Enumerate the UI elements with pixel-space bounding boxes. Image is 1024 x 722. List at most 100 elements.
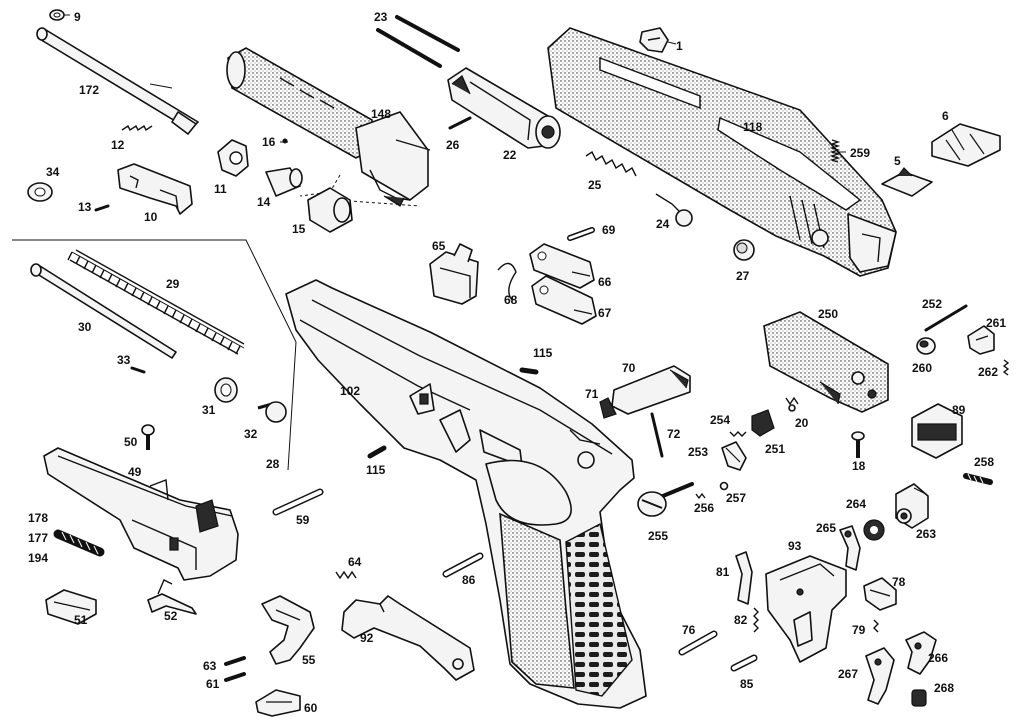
part-30-guide-rod [30, 263, 177, 359]
label-256: 256 [694, 501, 714, 515]
label-261: 261 [986, 316, 1006, 330]
label-61: 61 [206, 677, 220, 691]
label-194: 194 [28, 551, 48, 565]
label-26: 26 [446, 138, 460, 152]
callout-labels: 9 172 23 148 1 12 16 26 22 118 34 11 13 … [28, 10, 1006, 715]
label-24: 24 [656, 217, 670, 231]
leader-lines [64, 14, 846, 153]
label-32: 32 [244, 427, 258, 441]
part-66-lever [529, 243, 595, 289]
label-33: 33 [117, 353, 131, 367]
part-260-knob [916, 337, 936, 355]
part-85-pin [730, 654, 758, 672]
label-22: 22 [503, 148, 517, 162]
part-11-hopup-ring [217, 139, 249, 177]
label-86: 86 [462, 573, 476, 587]
label-253: 253 [688, 445, 708, 459]
label-89: 89 [952, 403, 966, 417]
label-60: 60 [304, 701, 318, 715]
part-31-bushing [214, 377, 238, 403]
label-11: 11 [214, 182, 227, 196]
label-10: 10 [144, 210, 158, 224]
part-14-hop-rubber [265, 167, 303, 197]
label-67: 67 [598, 306, 612, 320]
part-63-pin [224, 656, 246, 666]
part-178-177-194-spring [53, 529, 105, 557]
part-15-sleeve [307, 187, 353, 233]
label-255: 255 [648, 529, 668, 543]
label-27: 27 [736, 269, 750, 283]
label-102: 102 [340, 384, 360, 398]
part-102-frame [285, 279, 647, 709]
label-71: 71 [585, 387, 599, 401]
label-59: 59 [296, 513, 310, 527]
label-51: 51 [74, 613, 88, 627]
label-28: 28 [266, 457, 280, 471]
label-118: 118 [743, 120, 763, 134]
label-25: 25 [588, 178, 602, 192]
part-51-block [45, 589, 97, 625]
part-20-spring [785, 396, 799, 412]
label-177: 177 [28, 531, 48, 545]
part-5-front-sight [881, 167, 933, 197]
part-50-screw [141, 424, 155, 450]
part-10-hopup-adjuster [117, 163, 193, 215]
part-71-clip [599, 397, 617, 419]
label-68: 68 [504, 293, 518, 307]
part-82-spring [753, 607, 759, 633]
part-13-pin [94, 204, 110, 212]
part-67-lever [531, 275, 597, 325]
part-76-pin [678, 630, 718, 656]
part-263-hammer [895, 483, 929, 529]
label-15: 15 [292, 222, 306, 236]
recoil-group-bracket [12, 239, 297, 471]
part-265-lever [839, 525, 861, 571]
label-34: 34 [46, 165, 60, 179]
part-79-spring [873, 619, 879, 633]
part-23-pins [376, 15, 460, 68]
part-60-lever [255, 689, 301, 717]
label-69: 69 [602, 223, 616, 237]
part-266-lever [905, 631, 937, 675]
part-261-catch [967, 325, 995, 355]
label-9: 9 [74, 10, 81, 24]
label-79: 79 [852, 623, 866, 637]
label-251: 251 [765, 442, 785, 456]
part-59-pin [272, 488, 324, 516]
label-258: 258 [974, 455, 994, 469]
part-258-screw [963, 473, 993, 485]
label-66: 66 [598, 275, 612, 289]
label-260: 260 [912, 361, 932, 375]
label-262: 262 [978, 365, 998, 379]
label-18: 18 [852, 459, 866, 473]
part-93-trigger-housing [765, 555, 847, 663]
label-13: 13 [78, 200, 92, 214]
label-65: 65 [432, 239, 446, 253]
label-257: 257 [726, 491, 746, 505]
part-16-ball [282, 138, 288, 144]
part-255-screw [637, 482, 694, 517]
label-250: 250 [818, 307, 838, 321]
part-61-pin [224, 672, 246, 682]
part-9-oring [49, 9, 65, 21]
part-34-washer [27, 182, 53, 202]
label-148: 148 [371, 107, 391, 121]
part-64-spring [335, 570, 357, 580]
part-118-slide [547, 27, 897, 277]
label-20: 20 [795, 416, 809, 430]
label-64: 64 [348, 555, 362, 569]
label-92: 92 [360, 631, 374, 645]
label-259: 259 [850, 146, 870, 160]
label-72: 72 [667, 427, 681, 441]
label-267: 267 [838, 667, 858, 681]
part-32-end-cap [257, 401, 287, 423]
part-264-gear [863, 519, 885, 541]
part-49-rail [43, 447, 239, 581]
part-252-pin [924, 304, 968, 332]
label-82: 82 [734, 613, 748, 627]
label-178: 178 [28, 511, 48, 525]
label-14: 14 [257, 195, 271, 209]
part-81-disconnector [735, 551, 753, 605]
